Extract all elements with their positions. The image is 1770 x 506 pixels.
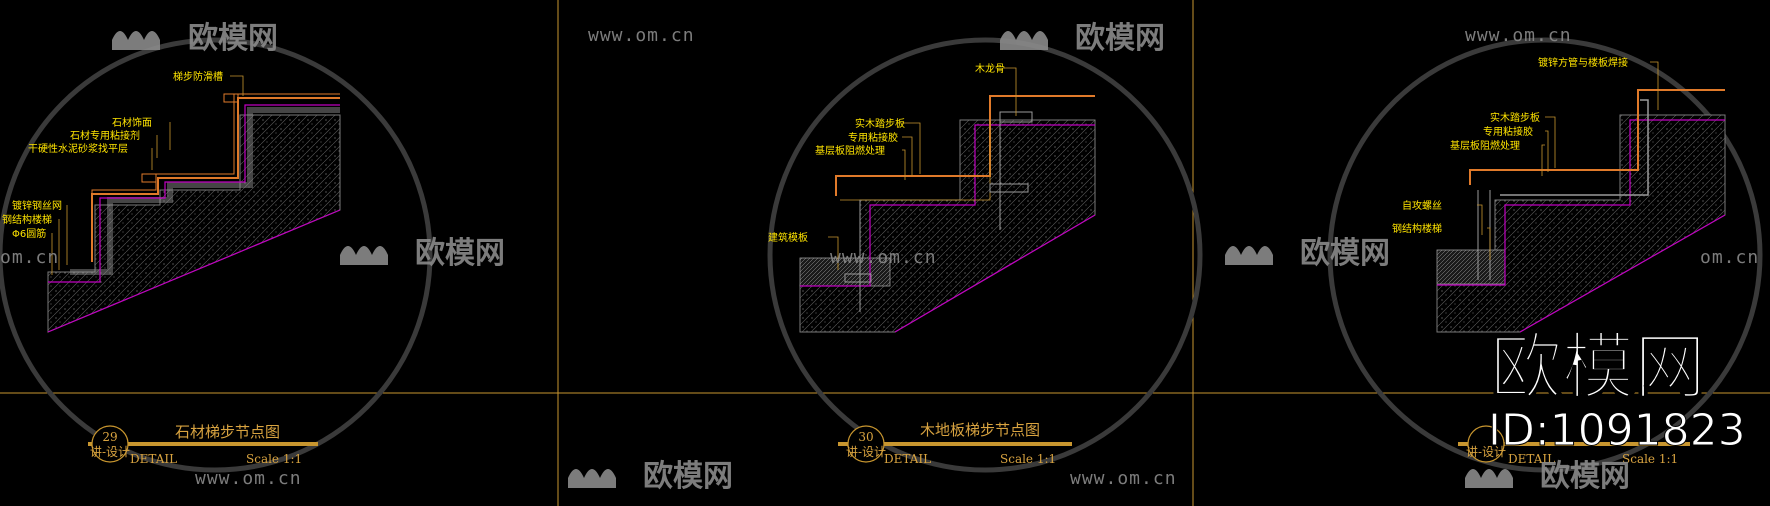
overlay-id: ID:1091823 — [1488, 405, 1746, 456]
watermark-brand-5: 欧模网 — [643, 459, 733, 494]
watermark-brand-1: 欧模网 — [188, 21, 278, 56]
label-steel-stair: 钢结构楼梯 — [2, 213, 52, 226]
label-wood-keel: 木龙骨 — [975, 62, 1005, 75]
panel-stone-stair: 梯步防滑槽 石材饰面 石材专用粘接剂 干硬性水泥砂浆找平层 镀锌钢丝网 钢结构楼… — [2, 70, 341, 466]
watermark-url-6: www.om.cn — [195, 468, 302, 489]
stair-section-2 — [799, 95, 1096, 333]
leader-lines-3 — [1477, 61, 1659, 260]
label-galvanized-tube-weld: 镀锌方管与楼板焊接 — [1538, 56, 1628, 69]
label-special-adhesive-3: 专用粘接胶 — [1483, 125, 1533, 138]
scale-label-3: Scale 1:1 — [1622, 452, 1678, 466]
overlay-brand: 欧模网 — [1490, 325, 1706, 409]
panel-steel-wood-stair: 镀锌方管与楼板焊接 实木踏步板 专用粘接胶 基层板阻燃处理 自攻螺丝 钢结构楼梯… — [1392, 56, 1726, 466]
overlay-id-stamp: 欧模网 ID:1091823 — [1488, 324, 1747, 456]
detail-label-2: DETAIL — [884, 452, 931, 466]
panel-wood-stair: 木龙骨 实木踏步板 专用粘接胶 基层板阻燃处理 建筑模板 30 讲-设计 木地板… — [768, 62, 1096, 466]
watermark-layer: 欧模网 欧模网 欧模网 欧模网 欧模网 欧模网 www.om.cn www.om… — [0, 21, 1759, 494]
label-fireproof-base-board: 基层板阻燃处理 — [815, 144, 885, 157]
label-solid-wood-tread-3: 实木踏步板 — [1490, 111, 1540, 124]
label-stone-adhesive: 石材专用粘接剂 — [70, 129, 140, 142]
detail-title-1: 石材梯步节点图 — [175, 423, 280, 441]
label-building-formwork: 建筑模板 — [768, 231, 808, 244]
bubble-sub-2: 讲-设计 — [846, 444, 886, 459]
watermark-circles — [0, 37, 1763, 473]
title-block-3: 讲-设计 DETAIL Scale 1:1 — [1458, 425, 1690, 466]
label-galvanized-mesh: 镀锌钢丝网 — [12, 199, 62, 212]
label-special-adhesive: 专用粘接胶 — [848, 131, 898, 144]
watermark-brand-3: 欧模网 — [415, 236, 505, 271]
detail-title-2: 木地板梯步节点图 — [920, 421, 1040, 439]
bubble-number-2: 30 — [858, 430, 873, 444]
label-steel-stair-3: 钢结构楼梯 — [1392, 222, 1442, 235]
label-fireproof-base-board-3: 基层板阻燃处理 — [1450, 139, 1520, 152]
title-block-1: 29 讲-设计 石材梯步节点图 DETAIL Scale 1:1 — [88, 423, 318, 466]
label-cement-leveling-layer: 干硬性水泥砂浆找平层 — [28, 142, 128, 155]
watermark-brand-6: 欧模网 — [1540, 459, 1630, 494]
scale-label-2: Scale 1:1 — [1000, 452, 1056, 466]
watermark-url-5: om.cn — [1700, 247, 1759, 268]
label-anti-slip-groove: 梯步防滑槽 — [173, 70, 223, 83]
label-self-tapping-screw: 自攻螺丝 — [1402, 199, 1442, 212]
bubble-sub-1: 讲-设计 — [90, 444, 130, 459]
watermark-url-3: om.cn — [0, 247, 59, 268]
stair-section-3 — [1436, 89, 1726, 333]
watermark-url-2: www.om.cn — [1465, 25, 1572, 46]
label-round-bar: Φ6圆筋 — [12, 227, 46, 240]
title-block-2: 30 讲-设计 木地板梯步节点图 DETAIL Scale 1:1 — [838, 421, 1072, 466]
watermark-logo-icon — [112, 31, 1513, 488]
bubble-number-1: 29 — [102, 430, 117, 444]
scale-label-1: Scale 1:1 — [246, 452, 302, 466]
detail-label-3: DETAIL — [1508, 452, 1555, 466]
watermark-brand-4: 欧模网 — [1300, 236, 1390, 271]
watermark-brand-2: 欧模网 — [1075, 21, 1165, 56]
watermark-url-1: www.om.cn — [588, 25, 695, 46]
bubble-sub-3: 讲-设计 — [1466, 444, 1506, 459]
watermark-url-4: www.om.cn — [830, 247, 937, 268]
stair-section-1 — [47, 93, 341, 333]
watermark-url-7: www.om.cn — [1070, 468, 1177, 489]
label-solid-wood-tread: 实木踏步板 — [855, 117, 905, 130]
label-stone-finish: 石材饰面 — [112, 116, 152, 129]
detail-label-1: DETAIL — [130, 452, 177, 466]
leader-lines-1 — [51, 75, 244, 275]
leader-lines-2 — [828, 67, 1017, 270]
